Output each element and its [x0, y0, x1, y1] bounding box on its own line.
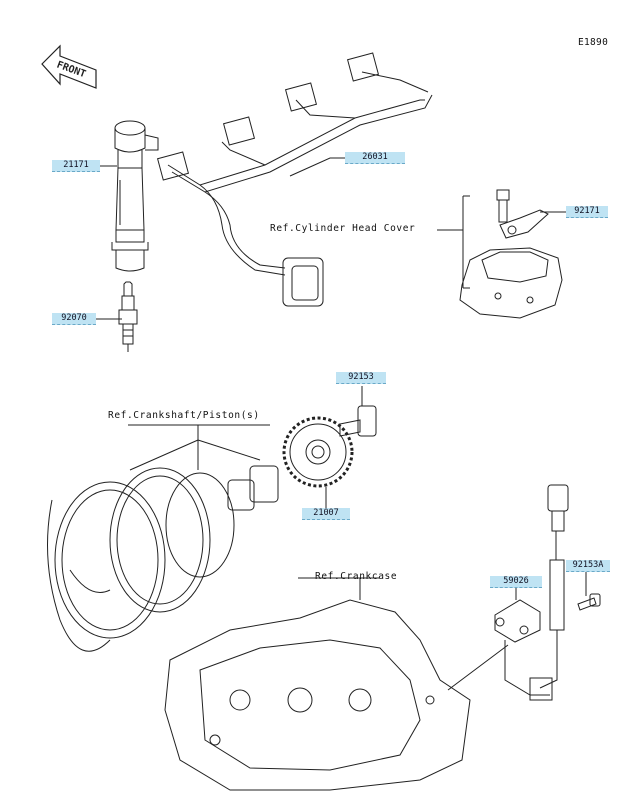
crank-leader-branches	[129, 439, 261, 471]
sensor-leader	[447, 644, 509, 691]
bolt-and-bracket	[496, 189, 549, 239]
timing-rotor-gear	[282, 416, 354, 488]
diagram-code: E1890	[578, 37, 609, 48]
rotor-bolt	[339, 405, 377, 437]
part-label-21007[interactable]: 21007	[302, 508, 350, 520]
cylinder-head-cover	[459, 247, 563, 319]
crank-leader	[128, 424, 270, 440]
part-label-92070[interactable]: 92070	[52, 313, 96, 325]
part-label-92153A[interactable]: 92153A	[566, 560, 610, 572]
part-label-59026[interactable]: 59026	[490, 576, 542, 588]
head-cover-leader	[437, 195, 470, 289]
part-label-26031[interactable]: 26031	[345, 152, 405, 164]
ref-crankcase: Ref.Crankcase	[315, 571, 398, 582]
front-arrow-icon: FRONT	[41, 44, 97, 89]
crankcase-leader	[298, 577, 380, 600]
sensor-screw	[577, 593, 601, 611]
part-label-21171[interactable]: 21171	[52, 160, 100, 172]
part-label-92171[interactable]: 92171	[566, 206, 608, 218]
spark-plug	[118, 281, 138, 352]
ref-cylinder-head-cover: Ref.Cylinder Head Cover	[270, 223, 416, 234]
wiring-harness	[156, 52, 433, 307]
ignition-coil	[111, 120, 159, 272]
crankshaft-assembly	[47, 465, 279, 652]
crankshaft-sensor	[494, 484, 569, 701]
crankcase	[164, 599, 471, 791]
part-label-92153[interactable]: 92153	[336, 372, 386, 384]
leader-26031	[289, 157, 345, 177]
ref-crankshaft-piston: Ref.Crankshaft/Piston(s)	[108, 410, 260, 421]
